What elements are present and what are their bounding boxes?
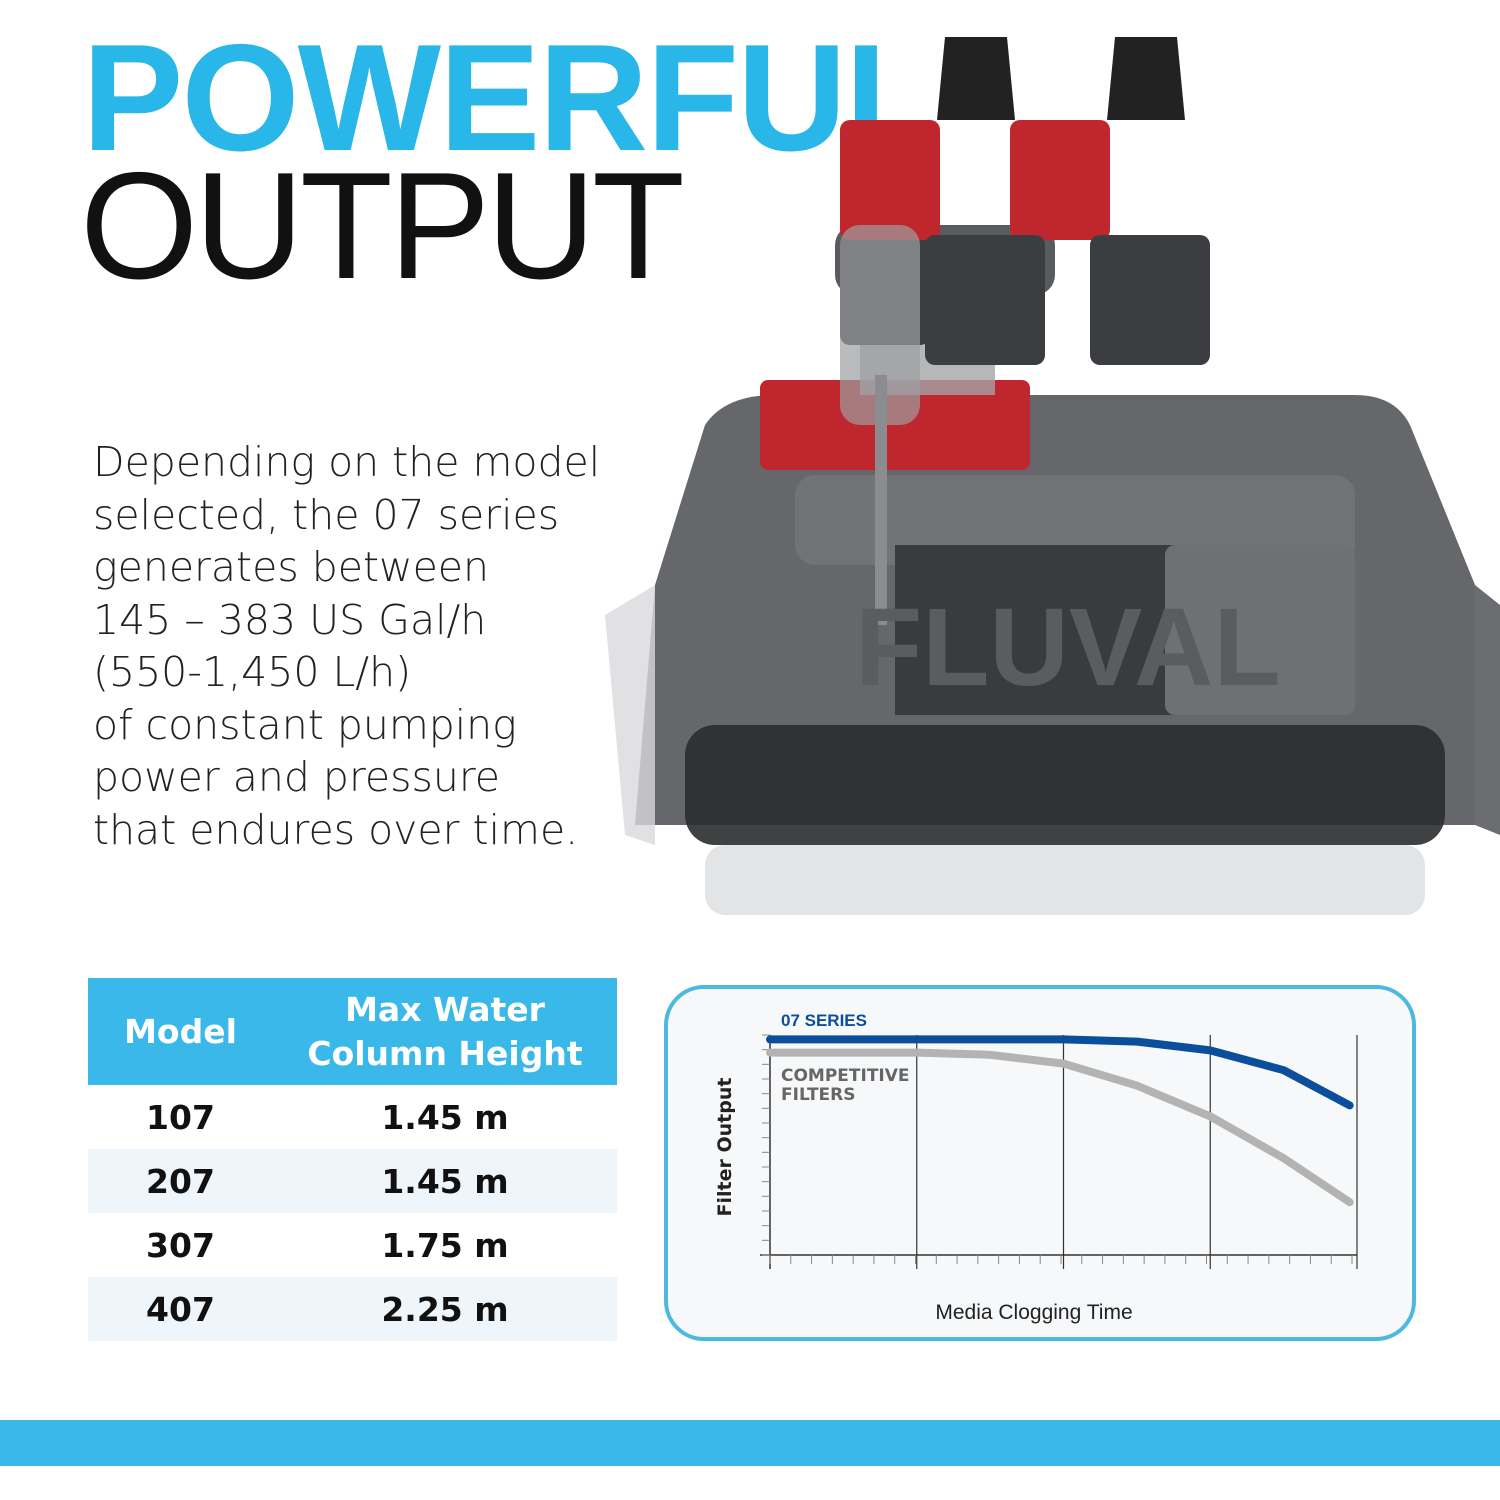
description-line: of constant pumping (93, 700, 517, 749)
headline-output: OUTPUT (80, 141, 685, 311)
model-cell: 107 (146, 1097, 215, 1137)
table-row: 407 2.25 m (88, 1277, 617, 1341)
spec-table: Model Max Water Column Height 107 1.45 m… (88, 978, 617, 1341)
table-row: 107 1.45 m (88, 1085, 617, 1149)
filter-output-chart: 07 SERIES COMPETITIVE FILTERS Media Clog… (714, 1011, 1358, 1324)
table-header-row: Model Max Water Column Height (88, 978, 617, 1085)
series-label-competitive: COMPETITIVE FILTERS (781, 1066, 915, 1105)
series-line-competitive-filters (766, 1048, 1354, 1207)
description-line: (550-1,450 L/h) (93, 648, 412, 696)
description-text: Depending on the model selected, the 07 … (93, 436, 633, 856)
y-axis-label: Filter Output (714, 1078, 736, 1217)
fluval-logo: FLUVAL (855, 586, 1281, 709)
table-row: 307 1.75 m (88, 1213, 617, 1277)
series-label-07: 07 SERIES (781, 1011, 867, 1030)
height-cell: 1.45 m (381, 1097, 509, 1137)
table-row: 207 1.45 m (88, 1149, 617, 1213)
series-line-07-series (766, 1035, 1354, 1110)
description-line: 145 – 383 US Gal/h (93, 595, 487, 644)
bottom-accent-bar (0, 1420, 1500, 1466)
description-line: power and pressure (93, 753, 501, 801)
model-cell: 207 (88, 1149, 273, 1213)
headline-powerful: POWERFUL (82, 13, 938, 183)
height-cell: 1.75 m (381, 1225, 509, 1265)
description-line: generates between (93, 543, 490, 591)
series-label-competitive-line2: FILTERS (781, 1085, 856, 1105)
column-header-model: Model (88, 978, 273, 1085)
canister-filter-image: FLUVAL (605, 37, 1500, 915)
height-cell: 2.25 m (273, 1277, 617, 1341)
description-line: selected, the 07 series (93, 490, 560, 539)
model-cell: 307 (146, 1225, 215, 1265)
description-line: that endures over time. (93, 805, 579, 854)
column-header-max-height: Max Water Column Height (273, 978, 617, 1085)
x-axis-label: Media Clogging Time (935, 1301, 1132, 1324)
model-cell: 407 (88, 1277, 273, 1341)
description-line: Depending on the model (93, 438, 601, 486)
height-cell: 1.45 m (273, 1149, 617, 1213)
series-label-competitive-line1: COMPETITIVE (781, 1066, 910, 1086)
chart-frame (664, 985, 1416, 1341)
